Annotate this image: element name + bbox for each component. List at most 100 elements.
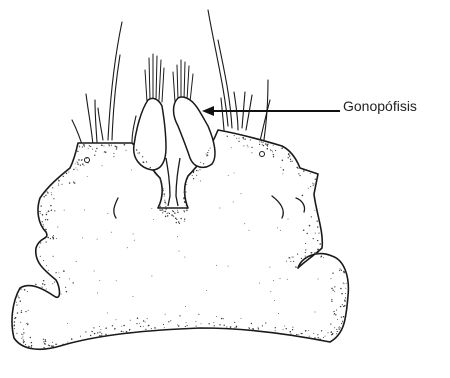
stipple-dot (112, 325, 113, 326)
stipple-dot (262, 144, 263, 145)
stipple-dot (77, 169, 78, 170)
stipple-dot (185, 202, 186, 203)
stipple-dot (160, 209, 161, 210)
tuft-left-5 (145, 70, 147, 102)
stipple-dot (133, 296, 134, 297)
stipple-dot (167, 215, 169, 217)
stipple-dot (169, 213, 170, 214)
stipple-dot (343, 271, 345, 273)
stipple-dot (251, 323, 252, 324)
stipple-dot (123, 331, 124, 332)
stipple-dot (40, 205, 41, 206)
stipple-dot (58, 179, 59, 180)
stipple-dot (51, 209, 53, 211)
stipple-dot (164, 196, 165, 197)
stipple-dot (296, 334, 297, 335)
stipple-dot (313, 238, 314, 239)
stipple-dot (72, 282, 73, 283)
stipple-dot (46, 229, 47, 230)
stipple-dot (95, 150, 96, 151)
stipple-dot (52, 187, 53, 188)
stipple-dot (313, 185, 314, 186)
stipple-dot (21, 310, 22, 311)
stipple-dot (66, 173, 67, 174)
stipple-dot (94, 333, 95, 334)
stipple-dot (340, 327, 341, 328)
tuft-right-5 (190, 74, 193, 102)
stipple-dot (228, 175, 229, 176)
stipple-dot (107, 312, 108, 313)
stipple-dot (55, 344, 57, 346)
stipple-dot (243, 138, 244, 139)
stipple-dot (301, 333, 302, 334)
stipple-dot (167, 213, 168, 214)
stipple-dot (77, 162, 78, 163)
stipple-dot (318, 233, 319, 234)
stipple-dot (331, 299, 332, 300)
stipple-dot (177, 236, 178, 237)
stipple-dot (139, 152, 140, 153)
stipple-dot (43, 260, 44, 261)
stipple-dot (94, 271, 95, 272)
stipple-dot (43, 224, 44, 225)
stipple-dot (253, 329, 254, 330)
stipple-dot (73, 169, 74, 170)
stipple-dot (186, 184, 187, 185)
stipple-dot (259, 144, 260, 145)
stipple-dot (168, 321, 169, 322)
stipple-dot (238, 138, 239, 139)
stipple-dot (280, 167, 281, 168)
stipple-dot (165, 216, 166, 217)
stipple-dot (143, 326, 144, 327)
stipple-dot (323, 337, 324, 338)
stipple-dot (89, 145, 90, 146)
stipple-dot (219, 208, 220, 209)
stipple-dot (314, 210, 315, 211)
stipple-dot (334, 327, 335, 328)
stipple-dot (99, 332, 100, 333)
stipple-dot (87, 176, 88, 177)
stipple-dot (173, 215, 174, 216)
stipple-dot (148, 325, 150, 327)
stipple-dot (58, 183, 59, 184)
stipple-dot (293, 256, 294, 257)
stipple-dot (97, 239, 98, 240)
stipple-dot (20, 288, 21, 289)
stipple-dot (31, 347, 32, 348)
stipple-dot (282, 148, 283, 149)
stipple-dot (271, 150, 272, 151)
stipple-dot (23, 332, 24, 333)
stipple-dot (206, 153, 207, 154)
central-tufts (145, 54, 193, 102)
stipple-dot (40, 256, 41, 257)
stipple-dot (340, 288, 342, 290)
stipple-dot (31, 345, 32, 346)
stipple-dot (102, 165, 103, 166)
stipple-dot (75, 167, 76, 168)
stipple-dot (108, 144, 109, 145)
stipple-dot (131, 169, 132, 170)
stipple-dot (223, 318, 224, 319)
stipple-dot (43, 339, 44, 340)
stipple-dot (47, 219, 48, 220)
stipple-dot (290, 331, 292, 333)
stipple-dot (46, 288, 47, 289)
stipple-dot (206, 155, 207, 156)
stipple-dot (161, 183, 162, 184)
stipple-dot (160, 181, 162, 183)
stipple-dot (42, 283, 44, 285)
stipple-dot (178, 221, 180, 223)
stipple-dot (170, 320, 171, 321)
stipple-dot (262, 325, 263, 326)
tuft-left-6 (162, 68, 164, 102)
stipple-dot (320, 339, 321, 340)
left-gonopophysis (134, 98, 166, 170)
stipple-dot (273, 145, 274, 146)
stipple-dot (115, 146, 116, 147)
stipple-dot (129, 329, 130, 330)
stipple-dot (336, 329, 337, 330)
stipple-dot (299, 175, 300, 176)
stipple-dot (314, 337, 316, 339)
stipple-dot (289, 155, 291, 157)
